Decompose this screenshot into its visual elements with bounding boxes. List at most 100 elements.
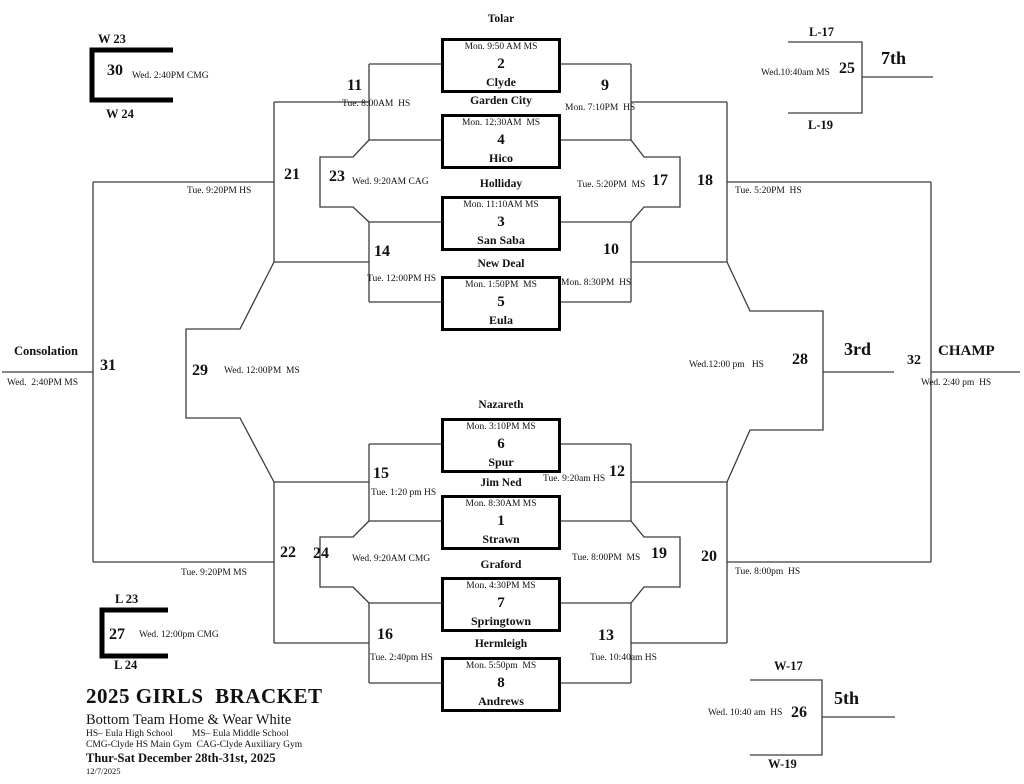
game-28-number: 28 [792, 351, 808, 368]
game-9-number: 9 [601, 77, 609, 94]
game-6-time: Mon. 3:10PM MS [466, 422, 536, 432]
page-title: 2025 GIRLS BRACKET [86, 684, 323, 708]
game-1-time: Mon. 8:30AM MS [465, 499, 537, 509]
game-30-time: Wed. 2:40PM CMG [132, 71, 209, 81]
game-8-number: 8 [497, 675, 505, 691]
game-24-time: Wed. 9:20AM CMG [352, 554, 431, 564]
team-name-tolar: Tolar [487, 13, 515, 25]
game-17-number: 17 [652, 172, 668, 189]
game-3-time: Mon. 11:10AM MS [463, 200, 539, 210]
game-30-number: 30 [107, 62, 123, 79]
venue-legend-2: CMG-Clyde HS Main Gym CAG-Clyde Auxiliar… [86, 739, 303, 750]
team-name-strawn: Strawn [482, 532, 520, 546]
round2-junctions [274, 64, 727, 683]
seventh-place-label: 7th [881, 48, 907, 68]
game-11-number: 11 [347, 77, 363, 94]
feeder-l19: L-19 [808, 118, 833, 132]
third-place-label: 3rd [844, 339, 871, 359]
game-10-number: 10 [603, 241, 619, 258]
game-17-time: Tue. 5:20PM MS [577, 180, 646, 190]
revision-date: 12/7/2025 [86, 766, 121, 776]
venue-legend-1: HS– Eula High School MS– Eula Middle Sch… [86, 729, 289, 739]
game-13-number: 13 [598, 627, 614, 644]
game-21-time: Tue. 9:20PM HS [187, 186, 252, 196]
game-22-number: 22 [280, 544, 296, 561]
game-26-time: Wed. 10:40 am HS [708, 708, 783, 718]
team-name-garden-city: Garden City [470, 95, 532, 107]
game-9-time: Mon. 7:10PM HS [565, 103, 636, 113]
game29-bracket [185, 261, 275, 483]
team-name-spur: Spur [488, 455, 514, 469]
team-name-new-deal: New Deal [477, 258, 525, 270]
game-32-number: 32 [907, 353, 921, 368]
team-name-holliday: Holliday [479, 178, 523, 190]
game-12-number: 12 [609, 463, 625, 480]
fifth-place-bracket [750, 679, 895, 756]
game-21-number: 21 [284, 166, 300, 183]
game24-bracket [319, 520, 370, 604]
fifth-place-label: 5th [834, 688, 860, 708]
game-11-time: Tue. 8:00AM HS [342, 99, 411, 109]
champ-label: CHAMP [938, 343, 995, 359]
team-name-hico: Hico [489, 151, 513, 165]
team-name-graford: Graford [480, 559, 522, 571]
game-20-number: 20 [701, 548, 717, 565]
game-20-time: Tue. 8:00pm HS [735, 567, 801, 577]
feeder-w23: W 23 [98, 32, 126, 46]
team-name-san-saba: San Saba [477, 233, 525, 247]
game-14-time: Tue. 12:00PM HS [367, 274, 437, 284]
game-23-time: Wed. 9:20AM CAG [352, 177, 429, 187]
team-name-hermleigh: Hermleigh [474, 638, 528, 650]
game30-bracket [89, 47, 173, 103]
team-name-andrews: Andrews [478, 694, 524, 708]
team-name-springtown: Springtown [470, 614, 532, 628]
game-23-number: 23 [329, 168, 345, 185]
game-12-time: Tue. 9:20am HS [543, 474, 606, 484]
game-27-time: Wed. 12:00pm CMG [139, 630, 219, 640]
team-name-clyde: Clyde [486, 75, 516, 89]
game-7-number: 7 [497, 595, 505, 611]
champ-bracket [930, 182, 1020, 562]
game-24-number: 24 [313, 545, 329, 562]
game-5-number: 5 [497, 294, 505, 310]
game28-bracket [726, 261, 824, 483]
game-box-1: Mon. 8:30AM MS 1 Strawn [441, 495, 561, 550]
game-28-time: Wed.12:00 pm HS [689, 360, 764, 370]
game-13-time: Tue. 10:40am HS [590, 653, 657, 663]
box-feed-lines [369, 63, 631, 684]
game-2-time: Mon. 9:50 AM MS [464, 42, 538, 52]
game-26-number: 26 [791, 704, 807, 721]
consolation-label: Consolation [14, 344, 78, 358]
game-2-number: 2 [497, 56, 505, 72]
game-31-time: Wed. 2:40PM MS [7, 378, 79, 388]
game-box-3: Mon. 11:10AM MS 3 San Saba [441, 196, 561, 251]
game-22-time: Tue. 9:20PM MS [181, 568, 247, 578]
game-box-4: Mon. 12:30AM MS 4 Hico [441, 114, 561, 169]
game-4-time: Mon. 12:30AM MS [461, 118, 541, 128]
round3-junctions [93, 102, 931, 643]
game-29-number: 29 [192, 362, 208, 379]
game-4-number: 4 [497, 132, 505, 148]
feeder-l24: L 24 [114, 658, 138, 672]
game-box-2: Mon. 9:50 AM MS 2 Clyde [441, 38, 561, 93]
game-box-7: Mon. 4:30PM MS 7 Springtown [441, 577, 561, 632]
game-box-8: Mon. 5:50pm MS 8 Andrews [441, 657, 561, 712]
feeder-w17: W-17 [774, 659, 803, 673]
game-15-number: 15 [373, 465, 389, 482]
game-18-time: Tue. 5:20PM HS [735, 186, 802, 196]
title-block: 2025 GIRLS BRACKET Bottom Team Home & We… [86, 684, 322, 776]
game17-bracket [630, 139, 681, 223]
game23-bracket [319, 139, 370, 223]
game-8-time: Mon. 5:50pm MS [465, 661, 537, 671]
game-6-number: 6 [497, 436, 505, 452]
team-name-nazareth: Nazareth [478, 399, 524, 411]
game-16-number: 16 [377, 626, 393, 643]
game-25-time: Wed.10:40am MS [761, 68, 830, 78]
feeder-w24: W 24 [106, 107, 134, 121]
home-team-note: Bottom Team Home & Wear White [86, 712, 292, 728]
game-box-5: Mon. 1:50PM MS 5 Eula [441, 276, 561, 331]
team-name-eula: Eula [488, 313, 513, 327]
game-14-number: 14 [374, 243, 390, 260]
feeder-w19: W-19 [768, 757, 797, 771]
